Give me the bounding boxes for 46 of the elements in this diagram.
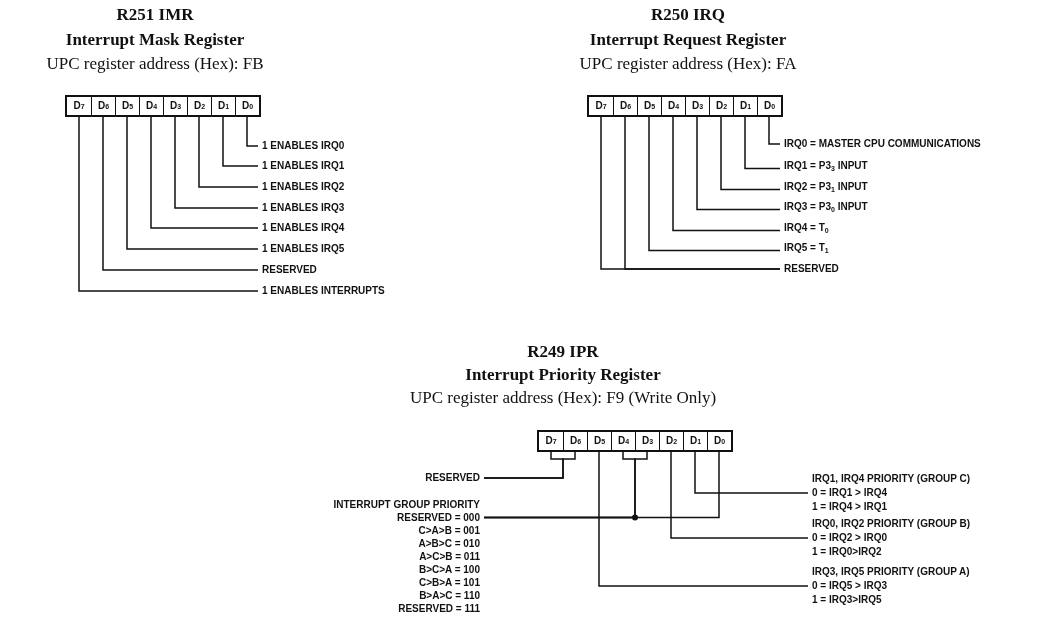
description-line: A>C>B = 011 bbox=[418, 550, 480, 563]
register-title: R250 IRQ bbox=[650, 5, 726, 25]
bit-description: RESERVED bbox=[425, 471, 480, 485]
register-title: Interrupt Mask Register bbox=[65, 30, 245, 50]
bit-description: RESERVED bbox=[262, 263, 317, 277]
register-address: UPC register address (Hex): F9 (Write Only) bbox=[409, 388, 717, 408]
description-heading: IRQ3, IRQ5 PRIORITY (GROUP A) bbox=[812, 565, 970, 579]
register-frame bbox=[65, 95, 261, 117]
bit-description: 1 ENABLES IRQ4 bbox=[262, 221, 345, 235]
bit-description: 1 ENABLES IRQ2 bbox=[262, 180, 345, 194]
description-line: 0 = IRQ2 > IRQ0 bbox=[812, 531, 889, 545]
description-line: C>B>A = 101 bbox=[417, 576, 480, 589]
bit-description: IRQ5 = T$_{1}$ bbox=[784, 241, 829, 258]
description-line: 1 = IRQ0>IRQ2 bbox=[812, 545, 883, 559]
bit-description: 1 ENABLES IRQ1 bbox=[262, 159, 345, 173]
register-frame bbox=[587, 95, 783, 117]
register-title: R251 IMR bbox=[116, 5, 194, 25]
description-line: 1 = IRQ3>IRQ5 bbox=[812, 593, 883, 607]
bit-description: 1 ENABLES IRQ5 bbox=[262, 242, 345, 256]
register-address: UPC register address (Hex): FB bbox=[46, 54, 264, 74]
description-line: RESERVED = 000 bbox=[396, 511, 480, 524]
bit-description: RESERVED bbox=[784, 262, 839, 276]
bit-description: IRQ2 = P3$_{1}$ INPUT bbox=[784, 180, 868, 197]
description-heading: INTERRUPT GROUP PRIORITY bbox=[333, 498, 480, 511]
bit-description: 1 ENABLES IRQ3 bbox=[262, 201, 345, 215]
register-frame bbox=[537, 430, 733, 452]
bit-description: IRQ4 = T$_{0}$ bbox=[784, 221, 829, 238]
description-line: 0 = IRQ1 > IRQ4 bbox=[812, 486, 889, 500]
description-line: B>A>C = 110 bbox=[418, 589, 480, 602]
description-heading: IRQ1, IRQ4 PRIORITY (GROUP C) bbox=[812, 472, 970, 486]
register-title: R249 IPR bbox=[527, 342, 599, 362]
description-line: RESERVED = 111 bbox=[397, 602, 480, 615]
register-address: UPC register address (Hex): FA bbox=[579, 54, 797, 74]
bit-description: 1 ENABLES IRQ0 bbox=[262, 139, 345, 153]
bit-description: 1 ENABLES INTERRUPTS bbox=[262, 284, 385, 298]
description-line: B>C>A = 100 bbox=[417, 563, 480, 576]
description-line: A>B>C = 010 bbox=[417, 537, 480, 550]
description-line: 0 = IRQ5 > IRQ3 bbox=[812, 579, 889, 593]
bit-description: IRQ3 = P3$_{0}$ INPUT bbox=[784, 200, 868, 217]
bit-description: IRQ0 = MASTER CPU COMMUNICATIONS bbox=[784, 137, 981, 151]
bit-description: IRQ1 = P3$_{3}$ INPUT bbox=[784, 159, 868, 176]
description-line: C>A>B = 001 bbox=[417, 524, 480, 537]
description-line: 1 = IRQ4 > IRQ1 bbox=[812, 500, 889, 514]
register-title: Interrupt Request Register bbox=[589, 30, 787, 50]
register-title: Interrupt Priority Register bbox=[465, 365, 661, 385]
description-heading: IRQ0, IRQ2 PRIORITY (GROUP B) bbox=[812, 517, 970, 531]
